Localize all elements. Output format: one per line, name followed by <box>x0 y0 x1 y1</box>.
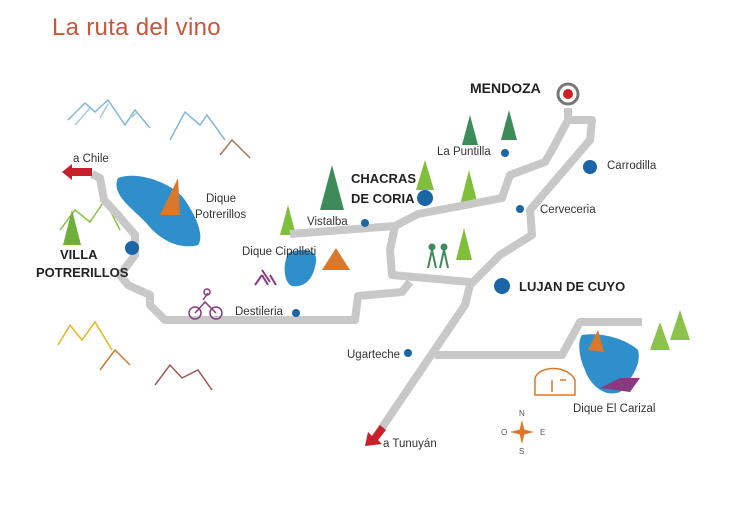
label-chacras-1: CHACRAS <box>351 171 416 186</box>
potrerillos-lake <box>116 175 201 247</box>
label-dique-potrerillos-1: Dique <box>206 193 237 205</box>
label-lujan: LUJAN DE CUYO <box>519 279 626 294</box>
label-ugarteche: Ugarteche <box>347 349 401 361</box>
label-destileria: Destileria <box>235 306 283 318</box>
label-dique-carizal: Dique El Carizal <box>573 403 656 415</box>
label-dique-potrerillos-2: Potrerillos <box>195 209 247 221</box>
mountains-icon <box>57 98 251 391</box>
compass-o: O <box>501 428 508 437</box>
picnic-icon <box>254 269 277 286</box>
compass-rose-icon <box>510 420 534 444</box>
windsurf-icon <box>588 330 604 352</box>
compass-e: E <box>540 428 546 437</box>
cyclist-icon <box>188 288 223 320</box>
tunuyan-arrow-icon <box>365 425 386 446</box>
label-la-puntilla: La Puntilla <box>437 146 491 158</box>
roads <box>90 108 642 441</box>
label-villa-1: VILLA <box>60 247 98 262</box>
cipolleti-lake <box>284 250 317 287</box>
chile-arrow-icon <box>62 164 92 180</box>
label-a-chile: a Chile <box>73 153 109 165</box>
label-villa-2: POTRERILLOS <box>36 265 129 280</box>
compass-n: N <box>519 409 525 418</box>
sailboat-icon <box>160 178 180 215</box>
town-dots <box>125 149 597 357</box>
label-chacras-2: DE CORIA <box>351 191 415 206</box>
label-carrodilla: Carrodilla <box>607 160 657 172</box>
label-mendoza: MENDOZA <box>470 80 541 96</box>
label-cerveceria: Cerveceria <box>540 204 596 216</box>
trees-icon <box>63 110 690 350</box>
map-title: La ruta del vino <box>52 14 221 41</box>
label-dique-cipolleti: Dique Cipolleti <box>242 246 317 258</box>
kayak-icon <box>600 378 640 392</box>
caravan-icon <box>534 367 576 396</box>
label-vistalba: Vistalba <box>307 216 348 228</box>
label-a-tunuyan: a Tunuyán <box>383 438 437 450</box>
compass-s: S <box>519 447 525 456</box>
tent-icon <box>322 248 350 270</box>
hikers-icon <box>427 243 449 269</box>
